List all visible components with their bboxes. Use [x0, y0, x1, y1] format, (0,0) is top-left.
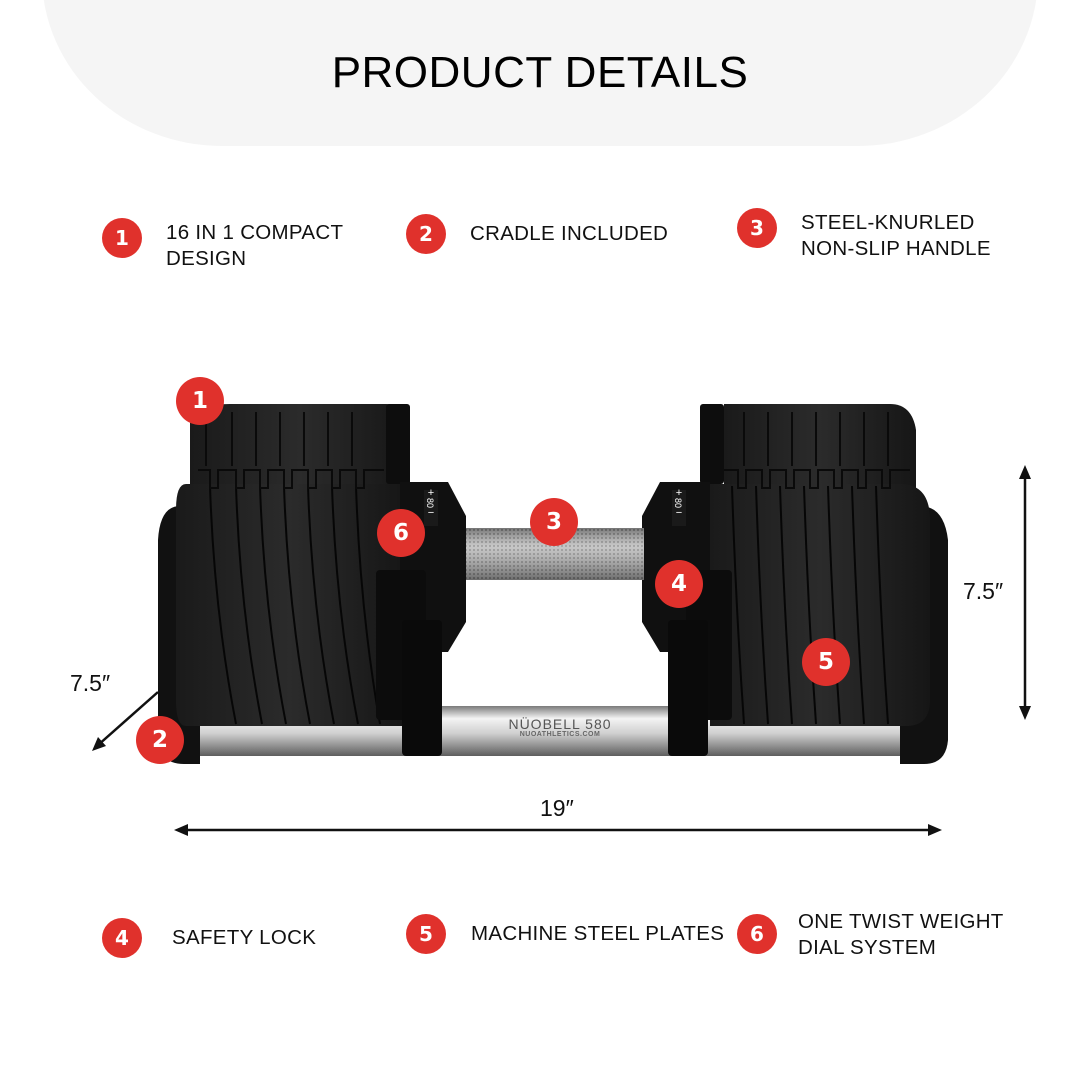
- feature-label: CRADLE INCLUDED: [470, 222, 669, 245]
- dimension-arrows: [92, 465, 1031, 836]
- image-marker-6: 6: [377, 509, 425, 557]
- feature-number-badge: 1: [102, 218, 142, 258]
- feature-label: STEEL-KNURLED NON-SLIP HANDLE: [801, 211, 991, 260]
- feature-number-badge: 3: [737, 208, 777, 248]
- image-marker-1: 1: [176, 377, 224, 425]
- feature-label: SAFETY LOCK: [172, 926, 317, 949]
- image-marker-5: 5: [802, 638, 850, 686]
- feature-label: 16 IN 1 COMPACT DESIGN: [166, 221, 344, 270]
- image-marker-4: 4: [655, 560, 703, 608]
- brand-engraving: NÜOBELL 580: [508, 716, 612, 732]
- feature-item-compact-design: 1 16 IN 1 COMPACT DESIGN: [102, 218, 343, 272]
- dial-readout-left: + 80 −: [425, 487, 435, 520]
- feature-item-dial-system: 6 ONE TWIST WEIGHT DIAL SYSTEM: [737, 910, 1004, 961]
- image-marker-3: 3: [530, 498, 578, 546]
- header-band: [42, 0, 1038, 146]
- feature-item-cradle: 2 CRADLE INCLUDED: [406, 214, 668, 254]
- feature-item-safety-lock: 4 SAFETY LOCK: [102, 918, 316, 958]
- feature-item-handle: 3 STEEL-KNURLED NON-SLIP HANDLE: [737, 208, 991, 262]
- dimension-height-label: 7.5″: [963, 578, 1004, 604]
- feature-label: ONE TWIST WEIGHT DIAL SYSTEM: [798, 910, 1004, 959]
- image-marker-2: 2: [136, 716, 184, 764]
- dimension-width-label: 19″: [540, 795, 574, 821]
- dimension-depth-label: 7.5″: [70, 670, 111, 696]
- website-engraving: NUOATHLETICS.COM: [519, 731, 601, 738]
- feature-number-badge: 2: [406, 214, 446, 254]
- feature-label: MACHINE STEEL PLATES: [471, 922, 725, 945]
- dial-readout-right: + 80 −: [673, 487, 683, 520]
- feature-number-badge: 5: [406, 914, 446, 954]
- page-title: PRODUCT DETAILS: [331, 48, 749, 97]
- feature-number-badge: 6: [737, 914, 777, 954]
- feature-number-badge: 4: [102, 918, 142, 958]
- feature-item-steel-plates: 5 MACHINE STEEL PLATES: [406, 914, 724, 954]
